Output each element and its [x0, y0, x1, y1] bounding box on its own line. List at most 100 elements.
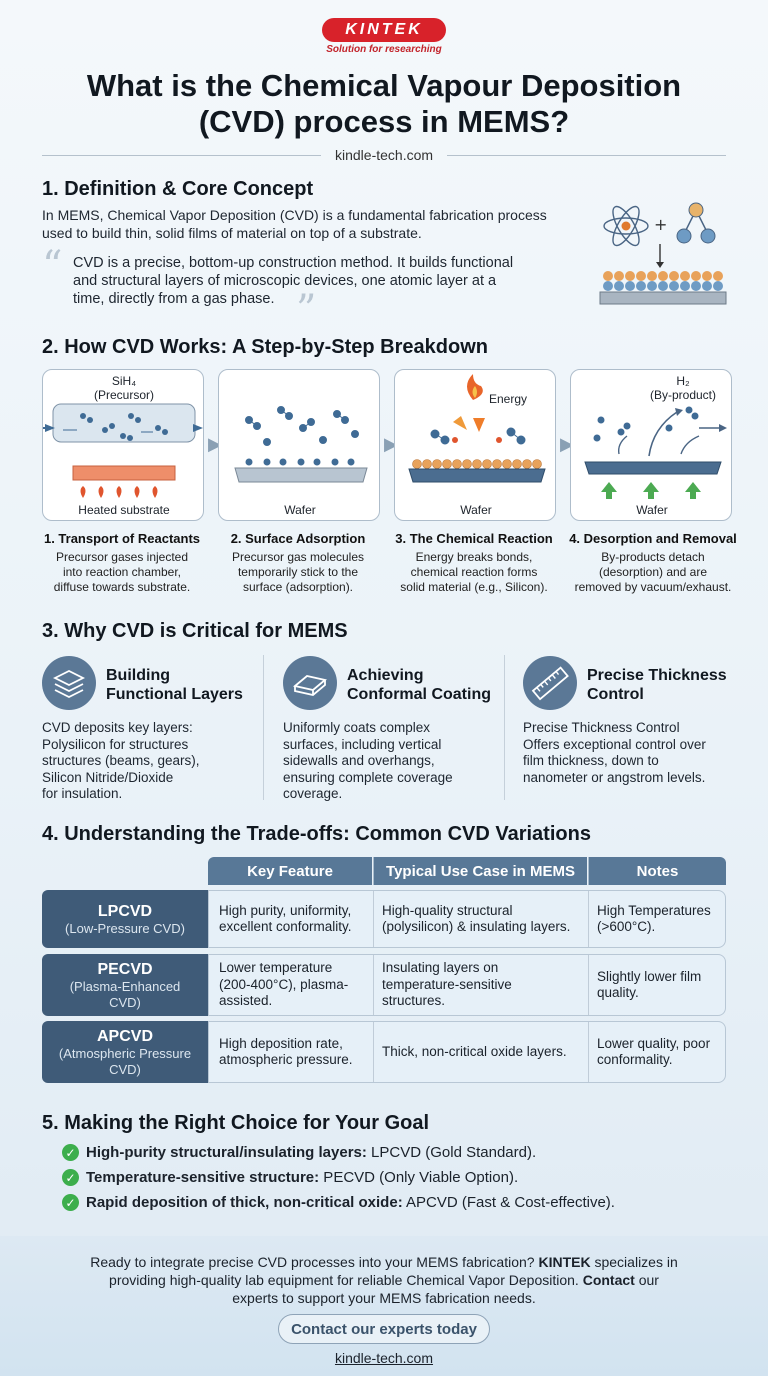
method-name: PECVD [97, 960, 153, 978]
table-row: High purity, uniformity,excellent confor… [208, 890, 726, 948]
quote-line-2: and structural layers of microscopic dev… [73, 273, 497, 289]
choice-item: Rapid deposition of thick, non-critical … [86, 1194, 615, 1211]
wafer-label: Wafer [636, 503, 668, 517]
cell-divider [373, 1022, 374, 1082]
desc-line: Precursor gas molecules [231, 550, 365, 564]
choice-bold: Temperature-sensitive structure: [86, 1169, 320, 1186]
desc-line: film thickness, down to [523, 753, 659, 768]
cell-line: Insulating layers on [382, 960, 499, 976]
section2-heading: 2. How CVD Works: A Step-by-Step Breakdo… [42, 336, 488, 358]
energy-label: Energy [489, 392, 528, 406]
column-divider [504, 655, 505, 800]
section1-quote: CVD is a precise, bottom-up construction… [73, 254, 593, 308]
divider-left [42, 154, 321, 156]
footer-line-3: experts to support your MEMS fabrication… [232, 1290, 536, 1306]
contact-experts-button[interactable]: Contact our experts today [278, 1314, 490, 1344]
desc-line: Uniformly coats complex [283, 720, 431, 735]
footer-line-1: Ready to integrate precise CVD processes… [64, 1253, 704, 1271]
method-name: LPCVD [97, 902, 153, 920]
cell-line: quality. [597, 985, 639, 1000]
byproduct-formula: H₂ [676, 374, 690, 388]
desc-line: Precursor gases injected [55, 550, 189, 564]
step1-title: 1. Transport of Reactants [43, 531, 201, 546]
cell-divider [588, 891, 589, 947]
site-url[interactable]: kindle-tech.com [334, 147, 434, 163]
row-header-pecvd: PECVD (Plasma-Enhanced CVD) [42, 954, 208, 1016]
step1-card: SiH₄ (Precursor) Heated substrate [42, 369, 204, 521]
cell-line: High Temperatures [597, 902, 711, 918]
divider-right [447, 154, 727, 156]
choice-text: APCVD (Fast & Cost-effective). [402, 1194, 615, 1211]
desc-line: surface (adsorption). [242, 580, 354, 594]
desc-line: (desorption) and are [598, 565, 708, 579]
feature2-title: Achieving Conformal Coating [347, 666, 491, 704]
footer-band [0, 1236, 768, 1376]
choice-text: PECVD (Only Viable Option). [319, 1169, 519, 1186]
section3-heading: 3. Why CVD is Critical for MEMS [42, 620, 348, 642]
desc-line: CVD deposits key layers: [42, 720, 193, 735]
cell-divider [373, 955, 374, 1015]
table-row: High deposition rate,atmospheric pressur… [208, 1021, 726, 1083]
cell-line: High-quality structural [382, 902, 513, 918]
section4-heading: 4. Understanding the Trade-offs: Common … [42, 823, 591, 845]
step4-desc: By-products detach (desorption) and are … [560, 550, 746, 595]
table-cell-use-case: High-quality structural(polysilicon) & i… [382, 891, 590, 947]
section1-intro: In MEMS, Chemical Vapor Deposition (CVD)… [42, 206, 602, 242]
quote-line-1: CVD is a precise, bottom-up construction… [73, 255, 514, 271]
adsorption-diagram-icon [234, 406, 368, 483]
intro-line-1: In MEMS, Chemical Vapor Deposition (CVD)… [42, 207, 547, 223]
desc-line: Silicon Nitride/Dioxide [42, 769, 174, 785]
step2-card: Wafer [218, 369, 380, 521]
title-line: Achieving [347, 667, 424, 684]
footer-span: specializes in [590, 1254, 678, 1270]
desc-line: coverage. [283, 786, 343, 801]
footer-site-link[interactable]: kindle-tech.com [334, 1350, 434, 1366]
open-quote-icon: “ [42, 243, 63, 289]
cell-line: structures. [382, 993, 446, 1009]
column-header-key-feature: Key Feature [208, 857, 372, 885]
kintek-logo[interactable]: KINTEK [322, 18, 446, 42]
byproduct-text: (By-product) [649, 388, 717, 402]
row-header-lpcvd: LPCVD (Low-Pressure CVD) [42, 890, 208, 948]
step3-card: Energy Wafer [394, 369, 556, 521]
desc-line: Precise Thickness Control [523, 720, 680, 735]
feature1-desc: CVD deposits key layers: Polysilicon for… [42, 720, 252, 803]
step2-desc: Precursor gas molecules temporarily stic… [208, 550, 388, 595]
method-subtitle: (Plasma-Enhanced [69, 978, 181, 994]
wafer-label: Wafer [284, 503, 316, 517]
desc-line: structures (beams, gears), [42, 753, 200, 768]
feature3-title: Precise Thickness Control [587, 666, 727, 704]
desc-line: into reaction chamber, [62, 565, 182, 579]
ruler-icon [523, 656, 577, 710]
method-subtitle: (Low-Pressure CVD) [65, 920, 185, 936]
footer-span: our [634, 1272, 659, 1288]
page-title: What is the Chemical Vapour Deposition (… [20, 68, 748, 140]
cell-line: Lower temperature [219, 960, 333, 976]
desc-line: Energy breaks bonds, [415, 550, 533, 564]
desc-line: diffuse towards substrate. [53, 580, 191, 594]
cell-line: (polysilicon) & insulating layers. [382, 919, 571, 934]
cell-line: High purity, uniformity, [219, 902, 352, 918]
cell-line: Lower quality, poor [597, 1035, 711, 1051]
desc-line: chemical reaction forms [410, 565, 538, 579]
gas-formula-label: SiH₄ [111, 374, 137, 388]
row-header-apcvd: APCVD (Atmospheric Pressure CVD) [42, 1021, 208, 1083]
cell-line: (200-400°C), plasma- [219, 976, 349, 992]
feature2-desc: Uniformly coats complex surfaces, includ… [283, 720, 495, 803]
footer-text: Ready to integrate precise CVD processes… [64, 1253, 704, 1307]
title-line-1: What is the Chemical Vapour Deposition [86, 68, 682, 103]
desorption-diagram-icon [584, 406, 727, 499]
check-icon: ✓ [62, 1194, 79, 1211]
method-subtitle: (Atmospheric Pressure [58, 1045, 192, 1061]
choice-item: Temperature-sensitive structure: PECVD (… [86, 1169, 518, 1186]
desc-line: surfaces, including vertical [283, 736, 442, 752]
cell-line: assisted. [219, 993, 273, 1009]
close-quote-icon: ” [296, 287, 317, 333]
cell-line: Thick, non-critical oxide layers. [382, 1043, 567, 1059]
desc-line: ensuring complete coverage [283, 769, 453, 785]
step4-title: 4. Desorption and Removal [569, 531, 737, 546]
title-line: Control [587, 686, 644, 703]
check-icon: ✓ [62, 1169, 79, 1186]
